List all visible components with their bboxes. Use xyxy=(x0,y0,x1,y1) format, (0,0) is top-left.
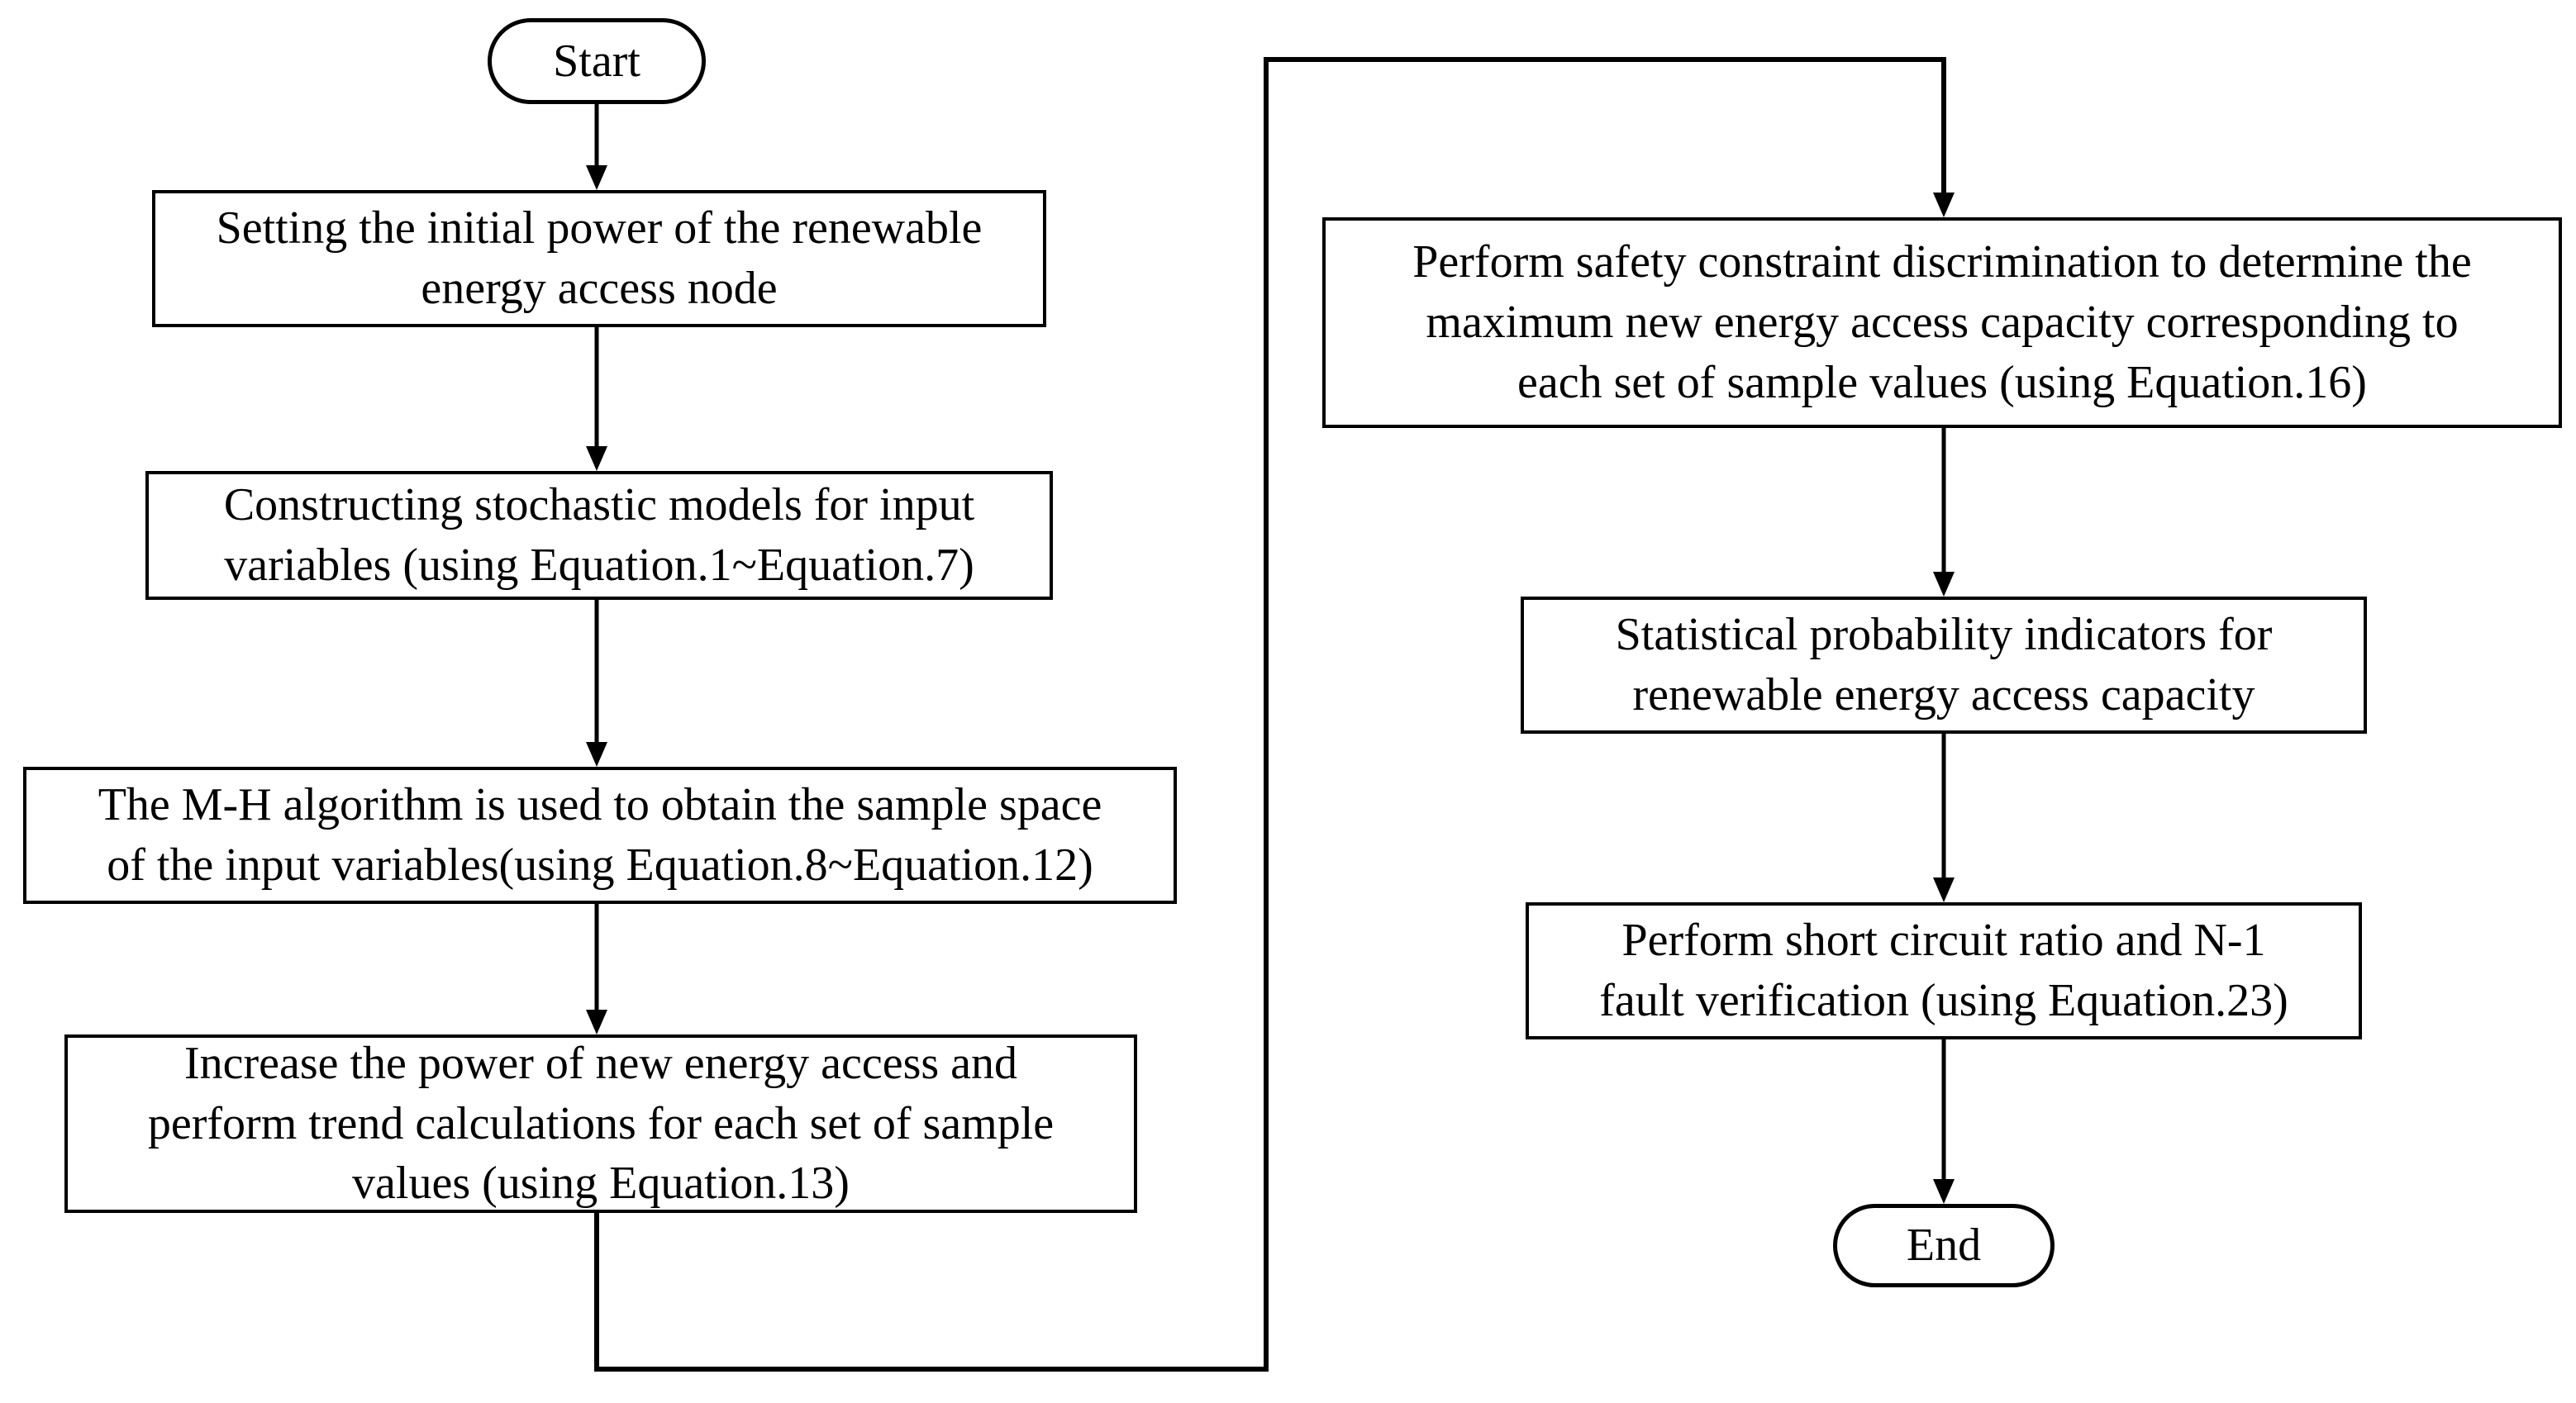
arrowhead-set-initial-power-to-construct-models xyxy=(586,446,607,471)
flow-node-safety-constraint-discrimination: Perform safety constraint discrimination… xyxy=(1322,217,2562,428)
flow-node-short-circuit-ratio-verification: Perform short circuit ratio and N-1 faul… xyxy=(1526,902,2362,1039)
flow-node-end-terminal: End xyxy=(1833,1204,2055,1287)
arrowhead-short-circuit-to-end xyxy=(1933,1179,1955,1204)
flow-node-start-terminal: Start xyxy=(488,18,706,104)
node-label-statistical-probability-indicators: Statistical probability indicators for r… xyxy=(1615,609,2273,721)
node-label-increase-power-trend-calculations: Increase the power of new energy access … xyxy=(147,1037,1055,1210)
node-label-set-initial-power: Setting the initial power of the renewab… xyxy=(216,202,983,314)
node-label-start: Start xyxy=(553,35,640,87)
arrowhead-start-to-set-initial-power xyxy=(586,165,607,190)
flow-node-mh-algorithm-sample-space: The M-H algorithm is used to obtain the … xyxy=(23,767,1177,904)
arrowhead-increase-power-to-safety-constraint xyxy=(1933,193,1955,217)
node-label-construct-stochastic-models: Constructing stochastic models for input… xyxy=(223,479,975,591)
node-label-short-circuit-ratio-verification: Perform short circuit ratio and N-1 faul… xyxy=(1599,915,2288,1026)
flow-node-statistical-probability-indicators: Statistical probability indicators for r… xyxy=(1521,597,2367,734)
node-label-mh-algorithm-sample-space: The M-H algorithm is used to obtain the … xyxy=(98,779,1102,891)
flow-node-increase-power-trend-calculations: Increase the power of new energy access … xyxy=(64,1034,1137,1213)
arrowhead-mh-algorithm-to-increase-power xyxy=(586,1010,607,1034)
arrowhead-construct-models-to-mh-algorithm xyxy=(586,742,607,767)
node-label-end: End xyxy=(1906,1220,1982,1272)
arrowhead-safety-constraint-to-statistical-indicators xyxy=(1933,572,1955,597)
arrow-increase-power-to-safety-constraint xyxy=(594,57,1946,1372)
node-label-safety-constraint-discrimination: Perform safety constraint discrimination… xyxy=(1412,236,2472,408)
flow-node-construct-stochastic-models: Constructing stochastic models for input… xyxy=(145,471,1053,600)
arrowhead-statistical-indicators-to-short-circuit xyxy=(1933,877,1955,902)
flow-node-set-initial-power: Setting the initial power of the renewab… xyxy=(152,190,1046,327)
